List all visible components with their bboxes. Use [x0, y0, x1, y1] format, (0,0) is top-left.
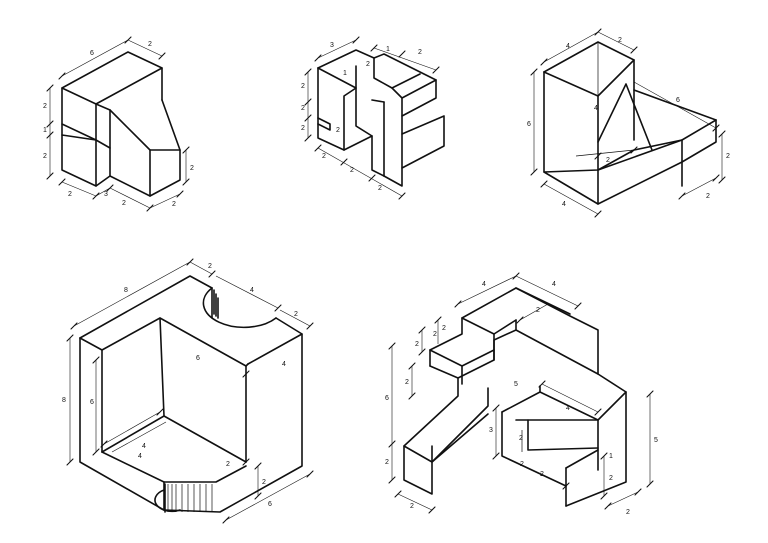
- fig2-dim-label: 2: [301, 83, 305, 90]
- fig4-dim-label: 6: [90, 399, 94, 406]
- figure-1-isometric: 6 2 2 1 2 2 2 3 2 2: [43, 36, 194, 212]
- fig5-dim-label: 2: [405, 379, 409, 386]
- figure-2-isometric: 3 1 2 2 1 2 2 2 2 2 2 2: [301, 36, 445, 200]
- fig2-dim-label: 2: [301, 125, 305, 132]
- fig2-dim-label: 2: [336, 127, 340, 134]
- fig4-dim-label: 8: [62, 397, 66, 404]
- fig3-dim-label: 2: [726, 153, 730, 160]
- fig1-dim-label: 2: [43, 103, 47, 110]
- fig4-dim-label: 4: [282, 361, 286, 368]
- fig2-dim-label: 2: [366, 61, 370, 68]
- fig4-dim-label: 2: [262, 479, 266, 486]
- fig4-dim-label: 6: [268, 501, 272, 508]
- fig2-dim-label: 1: [343, 70, 347, 77]
- fig4-dim-label: 2: [226, 461, 230, 468]
- fig5-dim-label: 2: [626, 509, 630, 516]
- fig2-dim-label: 2: [418, 49, 422, 56]
- fig2-dim-label: 2: [378, 185, 382, 192]
- fig1-dim-label: 2: [68, 191, 72, 198]
- fig5-dim-label: 2: [385, 459, 389, 466]
- fig5-dim-label: 4: [566, 405, 570, 412]
- fig3-dim-label: 6: [676, 97, 680, 104]
- figure-4-isometric: 8 2 4 2 6 8 6 4 4 4 2 2 6: [62, 258, 314, 524]
- fig3-dim-label: 2: [618, 37, 622, 44]
- fig4-dim-label: 4: [138, 453, 142, 460]
- fig3-dim-label: 2: [706, 193, 710, 200]
- fig5-dim-label: 2: [540, 471, 544, 478]
- fig2-dim-label: 2: [301, 105, 305, 112]
- fig5-dim-label: 2: [520, 461, 524, 468]
- fig1-dim-label: 1: [43, 127, 47, 134]
- fig3-dim-label: 4: [562, 201, 566, 208]
- fig1-dim-label: 6: [90, 50, 94, 57]
- fig5-dim-label: 5: [514, 381, 518, 388]
- fig1-dim-label: 2: [122, 200, 126, 207]
- fig5-dim-label: 4: [552, 281, 556, 288]
- fig4-dim-label: 4: [142, 443, 146, 450]
- fig4-hatch-top: [213, 289, 219, 319]
- fig1-dim-label: 3: [104, 191, 108, 198]
- fig1-dim-label: 2: [148, 41, 152, 48]
- fig5-dim-label: 5: [654, 437, 658, 444]
- fig4-dim-label: 6: [196, 355, 200, 362]
- fig5-dim-label: 1: [609, 453, 613, 460]
- fig4-hatch-bottom: [164, 483, 213, 513]
- fig2-dim-label: 2: [350, 167, 354, 174]
- fig5-dim-label: 2: [410, 503, 414, 510]
- fig5-dim-label: 2: [442, 325, 446, 332]
- fig2-dim-label: 3: [330, 42, 334, 49]
- fig4-dim-label: 4: [250, 287, 254, 294]
- fig4-dim-label: 2: [294, 311, 298, 318]
- fig5-dim-label: 2: [519, 435, 523, 442]
- fig5-dim-label: 2: [433, 331, 437, 338]
- fig3-dim-label: 4: [594, 105, 598, 112]
- fig5-dim-label: 4: [482, 281, 486, 288]
- fig3-dim-label: 6: [527, 121, 531, 128]
- fig5-dim-label: 6: [385, 395, 389, 402]
- fig3-dim-label: 2: [606, 157, 610, 164]
- fig5-dim-label: 2: [609, 475, 613, 482]
- fig1-dim-label: 2: [190, 165, 194, 172]
- fig1-dim-label: 2: [172, 201, 176, 208]
- figure-5-isometric: 4 4 2 2 2 2 2 6 2 5 4 3 2 2 2 5 1 2 2 2: [385, 272, 658, 516]
- fig5-dim-label: 3: [489, 427, 493, 434]
- fig2-dim-label: 1: [386, 46, 390, 53]
- figure-3-isometric: 4 2 6 4 6 2 2 4 2: [527, 28, 730, 218]
- fig2-dim-label: 2: [322, 153, 326, 160]
- fig3-dim-label: 4: [566, 43, 570, 50]
- fig5-dim-label: 2: [415, 341, 419, 348]
- fig1-dim-label: 2: [43, 153, 47, 160]
- fig5-dim-label: 2: [536, 307, 540, 314]
- fig4-dim-label: 2: [208, 263, 212, 270]
- fig4-dim-label: 8: [124, 287, 128, 294]
